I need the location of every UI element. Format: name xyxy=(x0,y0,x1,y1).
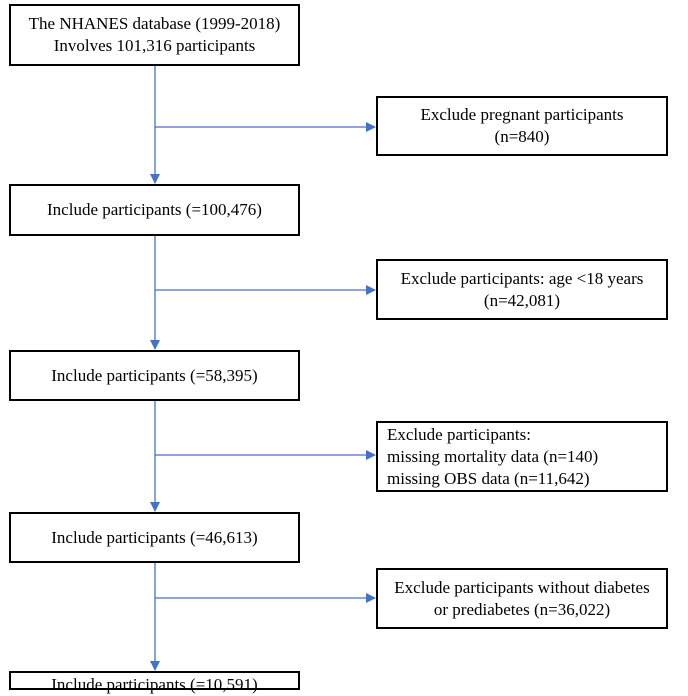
exclude-box-pregnant-line-1: Exclude pregnant participants xyxy=(420,105,624,124)
exclude-box-age-line-2: (n=42,081) xyxy=(483,290,561,310)
exclude-box-missing: Exclude participants: missing mortality … xyxy=(376,421,668,492)
exclude-box-missing-line-1: Exclude participants: xyxy=(387,424,531,444)
exclude-box-diabetes-line-2: or prediabetes (n=36,022) xyxy=(433,599,611,619)
main-box-include-4: Include participants (=10,591) xyxy=(9,671,300,694)
main-box-include-3-text: Include participants (=46,613) xyxy=(51,527,258,547)
main-box-source: The NHANES database (1999-2018) Involves… xyxy=(9,4,300,66)
main-box-include-3: Include participants (=46,613) xyxy=(9,512,300,563)
exclude-box-pregnant-line-2: (n=840) xyxy=(494,127,550,146)
exclude-box-age-line-1: Exclude participants: age <18 years xyxy=(400,268,644,288)
exclude-box-pregnant: Exclude pregnant participants (n=840) xyxy=(376,96,668,156)
main-box-include-2: Include participants (=58,395) xyxy=(9,350,300,401)
exclude-box-missing-line-3: missing OBS data (n=11,642) xyxy=(387,468,590,488)
exclude-box-age: Exclude participants: age <18 years (n=4… xyxy=(376,259,668,320)
main-box-source-line-1: The NHANES database (1999-2018) xyxy=(28,14,281,33)
main-box-include-4-text: Include participants (=10,591) xyxy=(51,674,258,694)
main-box-include-1: Include participants (=100,476) xyxy=(9,184,300,236)
exclude-box-missing-line-2: missing mortality data (n=140) xyxy=(387,446,599,466)
main-box-source-line-2: Involves 101,316 participants xyxy=(53,36,256,55)
exclude-box-diabetes: Exclude participants without diabetes or… xyxy=(376,568,668,629)
main-box-include-1-text: Include participants (=100,476) xyxy=(47,200,262,219)
main-box-include-2-text: Include participants (=58,395) xyxy=(51,365,258,385)
exclude-box-diabetes-line-1: Exclude participants without diabetes xyxy=(394,577,650,597)
